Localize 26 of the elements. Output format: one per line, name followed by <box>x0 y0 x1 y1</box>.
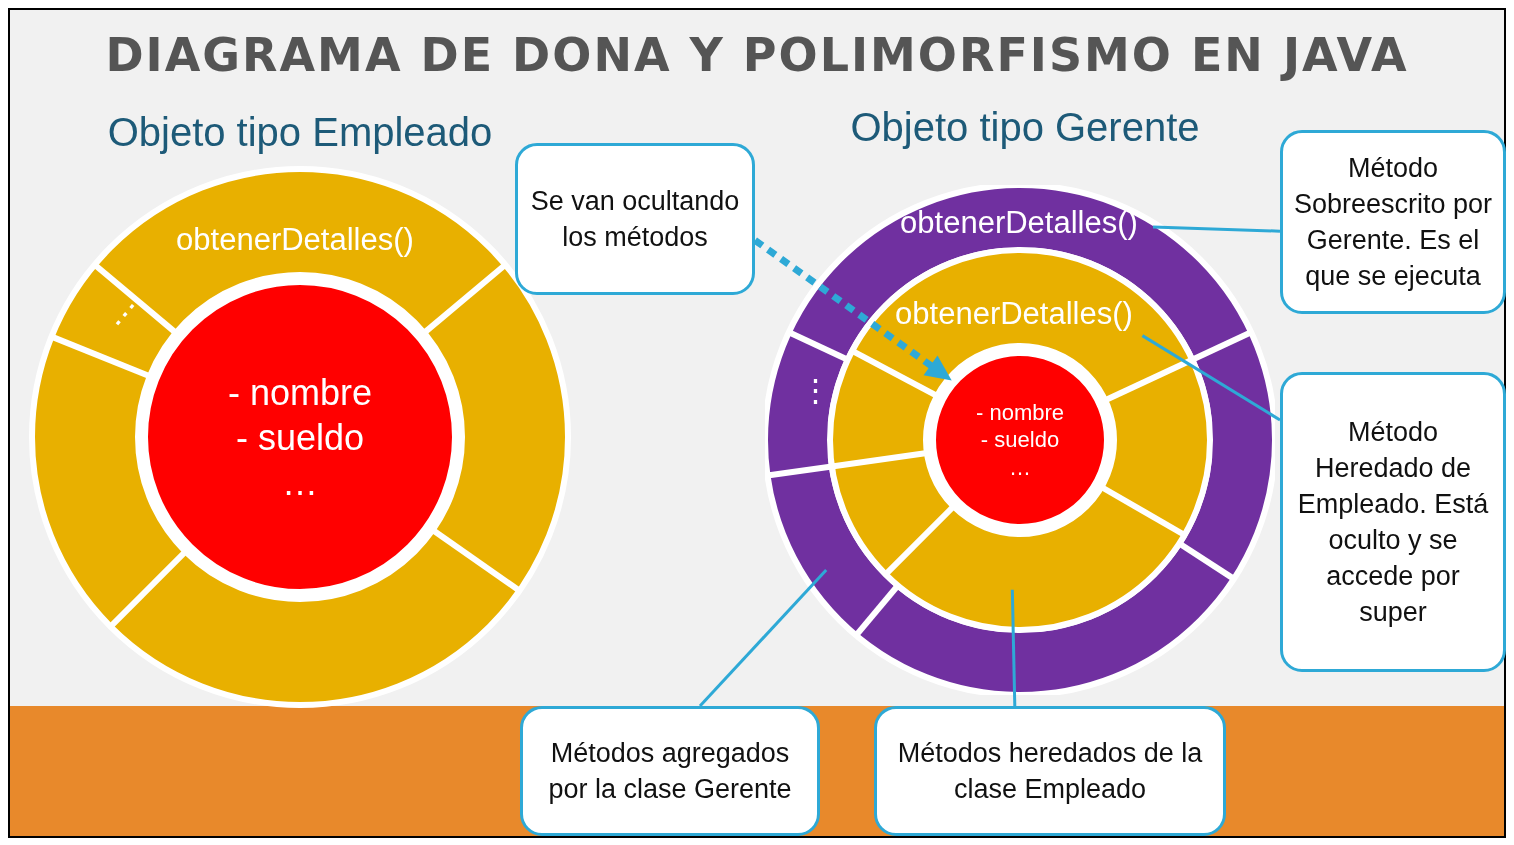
method-label: obtenerDetalles() <box>883 296 1145 340</box>
speech-bubble: Se van ocultando los métodos <box>515 143 755 295</box>
speech-bubble: Métodos heredados de la clase Empleado <box>874 706 1226 836</box>
attribute-text: - nombre <box>975 398 1064 427</box>
speech-bubble: Métodos agregados por la clase Gerente <box>520 706 820 836</box>
method-label: ⋮ <box>798 372 832 416</box>
donut-heading: Objeto tipo Empleado <box>106 110 494 155</box>
speech-bubble: Método Heredado de Empleado. Está oculto y se accede por super <box>1280 372 1506 672</box>
dashed-arrow <box>752 237 953 383</box>
method-label: ⋮ <box>95 288 151 346</box>
slide-title: DIAGRAMA DE DONA Y POLIMORFISMO EN JAVA <box>104 28 1410 82</box>
method-label: obtenerDetalles() <box>140 222 450 266</box>
ring-band <box>828 248 1212 632</box>
attribute-text: - nombre <box>227 370 373 415</box>
ring-band <box>765 185 1275 695</box>
speech-bubble: Método Sobreescrito por Gerente. Es el que se ejecuta <box>1280 130 1506 314</box>
leader-line <box>698 569 828 708</box>
leader-line <box>1141 334 1281 422</box>
leader-line <box>1152 225 1281 233</box>
attribute-text: - sueldo <box>980 426 1060 454</box>
attribute-text: … <box>1009 453 1031 482</box>
attribute-text: - sueldo <box>235 415 365 460</box>
leader-line <box>1010 589 1017 707</box>
donut-heading: Objeto tipo Gerente <box>849 105 1201 150</box>
method-label: obtenerDetalles() <box>885 205 1153 249</box>
attribute-text: … <box>282 460 318 505</box>
